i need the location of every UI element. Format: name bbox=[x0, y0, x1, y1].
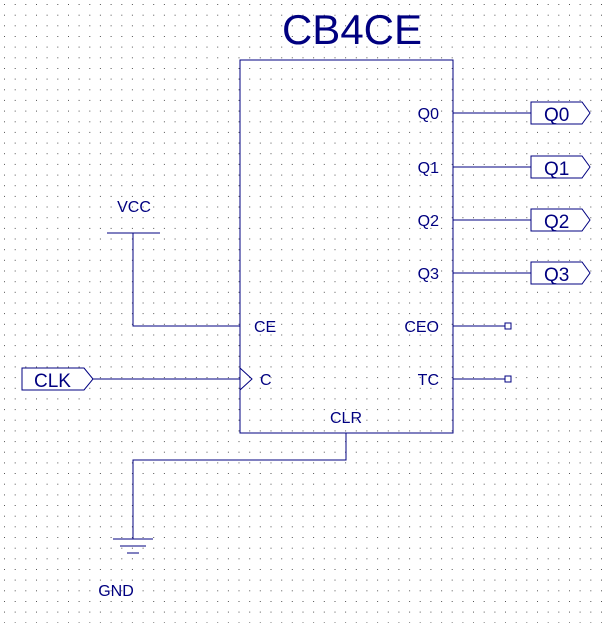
port-clk-flag[interactable] bbox=[21, 367, 94, 391]
gnd-symbol[interactable] bbox=[113, 538, 153, 554]
clock-input-triangle bbox=[239, 367, 253, 391]
pin-q3-label: Q3 bbox=[418, 266, 439, 283]
port-q3-label: Q3 bbox=[544, 265, 569, 286]
pin-ceo-label: CEO bbox=[404, 319, 439, 336]
pin-c-label: C bbox=[260, 372, 272, 389]
port-q1-flag[interactable] bbox=[530, 155, 591, 179]
component-title: CB4CE bbox=[282, 6, 422, 53]
pin-q2-label: Q2 bbox=[418, 213, 439, 230]
tc-pin-end-marker bbox=[504, 375, 512, 383]
port-clk-label: CLK bbox=[34, 371, 71, 392]
vcc-label: VCC bbox=[117, 199, 151, 216]
gnd-label: GND bbox=[98, 583, 134, 600]
pin-ce-label: CE bbox=[254, 319, 276, 336]
wire-clr-to-gnd[interactable] bbox=[132, 433, 347, 539]
port-q1-label: Q1 bbox=[544, 159, 569, 180]
pin-clr-label: CLR bbox=[330, 410, 362, 427]
port-q2-flag[interactable] bbox=[530, 208, 591, 232]
pin-tc-label: TC bbox=[418, 372, 439, 389]
pin-q0-label: Q0 bbox=[418, 106, 439, 123]
port-q0-label: Q0 bbox=[544, 105, 569, 126]
grid-dots bbox=[4, 4, 602, 623]
port-q0-flag[interactable] bbox=[530, 101, 591, 125]
port-q2-label: Q2 bbox=[544, 212, 569, 233]
port-q3-flag[interactable] bbox=[530, 261, 591, 285]
wire-vcc-to-ce[interactable] bbox=[132, 233, 240, 327]
ceo-pin-end-marker bbox=[504, 322, 512, 330]
pin-q1-label: Q1 bbox=[418, 160, 439, 177]
